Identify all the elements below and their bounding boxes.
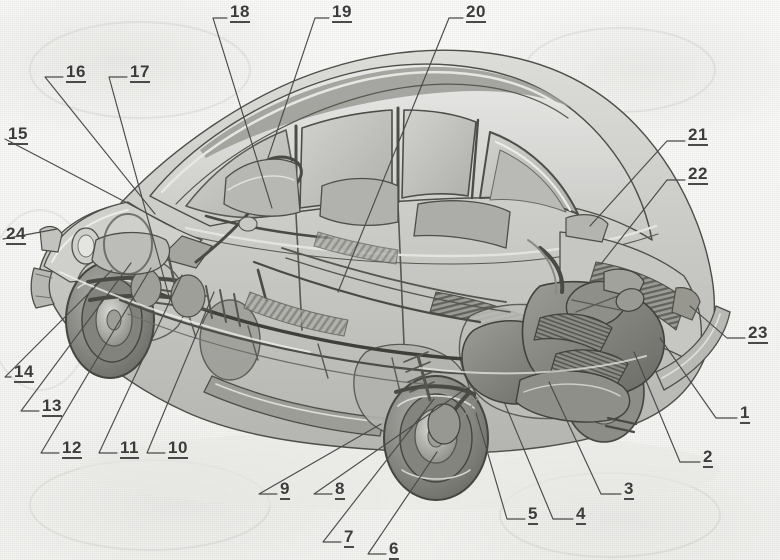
callout-label-17: 17 [130, 62, 150, 83]
leader-line-19 [267, 17, 330, 159]
leader-line-21 [589, 140, 686, 227]
callout-label-1: 1 [740, 403, 750, 424]
callout-label-2: 2 [703, 447, 713, 468]
leader-line-16 [44, 76, 156, 215]
leader-line-12 [40, 267, 152, 454]
callout-label-15: 15 [8, 124, 28, 145]
callout-label-19: 19 [332, 2, 352, 23]
callout-label-22: 22 [688, 164, 708, 185]
callout-label-9: 9 [280, 479, 290, 500]
callout-label-14: 14 [14, 362, 34, 383]
leader-line-3 [548, 381, 622, 495]
callout-label-4: 4 [576, 504, 586, 525]
callout-label-8: 8 [335, 479, 345, 500]
leader-line-23 [689, 305, 746, 339]
callout-label-13: 13 [42, 396, 62, 417]
callout-label-18: 18 [230, 2, 250, 23]
leader-line-24 [2, 228, 58, 240]
leader-line-4 [504, 403, 574, 520]
callout-label-5: 5 [528, 504, 538, 525]
callout-label-23: 23 [748, 323, 768, 344]
leader-line-18 [212, 17, 273, 209]
callout-label-24: 24 [6, 224, 26, 245]
callout-leader-lines [2, 17, 746, 555]
callout-label-6: 6 [389, 539, 399, 560]
leader-line-10 [146, 291, 215, 454]
leader-line-6 [367, 451, 438, 555]
leader-line-2 [633, 351, 701, 463]
callout-label-20: 20 [466, 2, 486, 23]
leader-line-20 [337, 17, 464, 293]
callout-label-3: 3 [624, 479, 634, 500]
leader-line-13 [20, 262, 132, 412]
callout-label-21: 21 [688, 125, 708, 146]
callout-label-7: 7 [344, 527, 354, 548]
leader-line-5 [475, 412, 526, 520]
callout-label-10: 10 [168, 438, 188, 459]
leader-line-9 [258, 423, 382, 495]
leader-line-14 [4, 269, 113, 378]
leader-line-22 [600, 179, 686, 265]
callout-label-11: 11 [120, 438, 139, 459]
leader-line-17 [108, 76, 171, 301]
leader-line-1 [659, 337, 738, 419]
callout-label-12: 12 [62, 438, 82, 459]
leader-line-11 [98, 274, 183, 454]
callout-label-16: 16 [66, 62, 86, 83]
leader-line-8 [313, 389, 465, 495]
leader-line-7 [322, 398, 435, 543]
